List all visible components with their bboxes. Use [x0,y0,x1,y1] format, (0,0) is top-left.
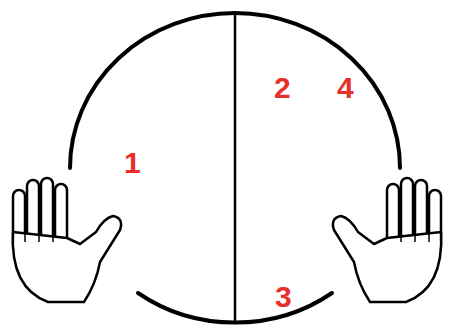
divider-line [234,13,237,320]
callout-number: 4 [337,73,354,103]
callout-number: 2 [274,73,291,103]
hand-symbol [13,178,121,302]
callout-number: 1 [124,148,141,178]
callout-number: 3 [275,282,292,312]
hand-symbol [333,178,441,302]
